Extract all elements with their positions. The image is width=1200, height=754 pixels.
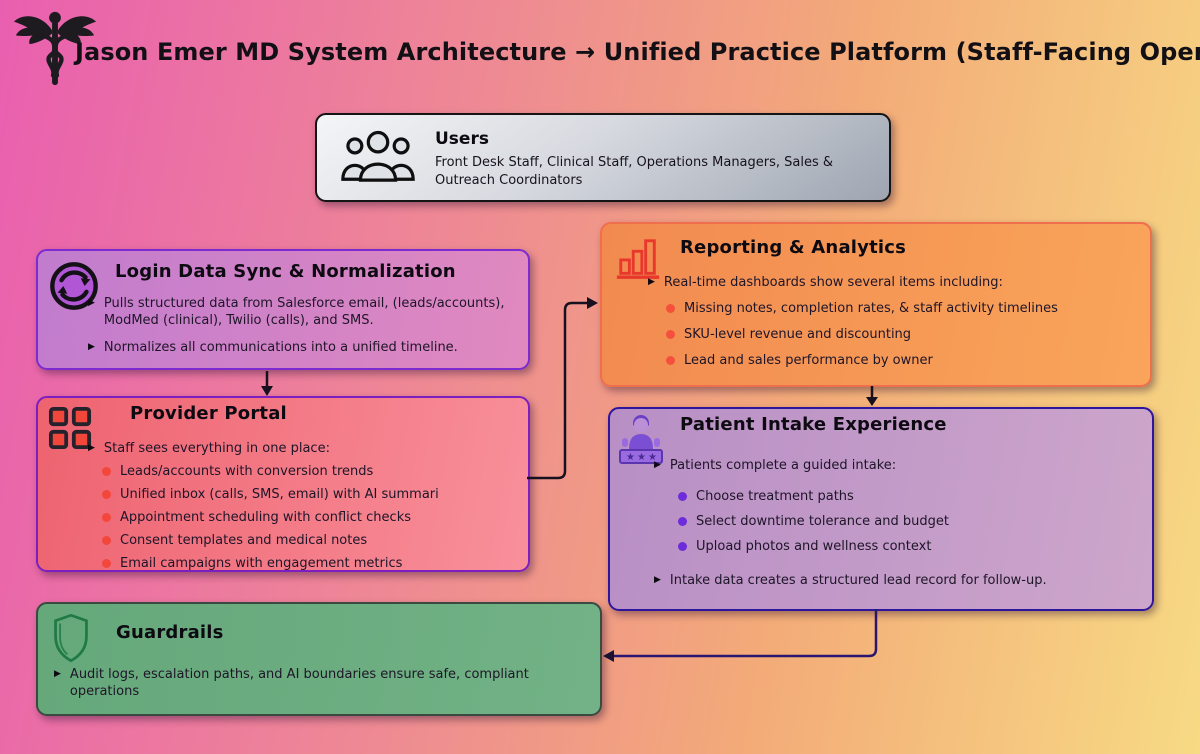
- dot-bullet-icon: [678, 542, 687, 551]
- provider-item: Appointment scheduling with conflict che…: [102, 509, 518, 526]
- dot-bullet-icon: [666, 304, 675, 313]
- provider-item: Consent templates and medical notes: [102, 532, 518, 549]
- dot-bullet-icon: [678, 492, 687, 501]
- provider-item: Leads/accounts with conversion trends: [102, 463, 518, 480]
- login-sync-title: Login Data Sync & Normalization: [115, 261, 456, 282]
- patient-item: Select downtime tolerance and budget: [678, 513, 1134, 530]
- login-bullet-1: ▶ Pulls structured data from Salesforce …: [88, 296, 505, 328]
- users-description: Front Desk Staff, Clinical Staff, Operat…: [435, 155, 834, 188]
- triangle-bullet-icon: ▶: [88, 342, 95, 352]
- grid-icon: [48, 406, 92, 450]
- patient-footer: ▶ Intake data creates a structured lead …: [654, 573, 1047, 588]
- page-title: Jason Emer MD System Architecture → Unif…: [75, 38, 1200, 66]
- arrow-provider-to-reporting: [527, 297, 598, 480]
- provider-portal-node: Provider Portal ▶ Staff sees everything …: [36, 396, 530, 572]
- dot-bullet-icon: [102, 559, 111, 568]
- people-icon: [341, 130, 415, 182]
- triangle-bullet-icon: ▶: [88, 298, 95, 308]
- guardrails-node: Guardrails ▶ Audit logs, escalation path…: [36, 602, 602, 716]
- triangle-bullet-icon: ▶: [654, 575, 661, 585]
- login-sync-node: Login Data Sync & Normalization ▶ Pulls …: [36, 249, 530, 370]
- dot-bullet-icon: [666, 356, 675, 365]
- users-node: Users Front Desk Staff, Clinical Staff, …: [315, 113, 891, 202]
- caduceus-icon: [13, 11, 97, 86]
- patient-intake-title: Patient Intake Experience: [680, 414, 947, 435]
- svg-text:★: ★: [626, 452, 635, 463]
- dot-bullet-icon: [102, 467, 111, 476]
- bar-chart-icon: [616, 239, 660, 279]
- provider-portal-title: Provider Portal: [130, 403, 287, 424]
- provider-item: Email campaigns with engagement metrics: [102, 555, 518, 572]
- login-bullet-2: ▶ Normalizes all communications into a u…: [88, 340, 458, 355]
- triangle-bullet-icon: ▶: [648, 277, 655, 287]
- patient-item: Upload photos and wellness context: [678, 538, 1134, 555]
- arrow-patient-to-guardrails: [603, 609, 878, 662]
- dot-bullet-icon: [102, 490, 111, 499]
- dot-bullet-icon: [102, 536, 111, 545]
- reporting-title: Reporting & Analytics: [680, 237, 907, 258]
- shield-icon: [54, 613, 88, 663]
- svg-text:★: ★: [648, 452, 657, 463]
- dot-bullet-icon: [102, 513, 111, 522]
- reporting-lead: ▶ Real-time dashboards show several item…: [648, 275, 1003, 290]
- triangle-bullet-icon: ▶: [88, 443, 95, 453]
- arrow-reporting-to-patient: [866, 386, 878, 406]
- users-title: Users: [435, 129, 489, 149]
- reporting-item: SKU-level revenue and discounting: [666, 326, 1136, 343]
- sync-icon: [50, 262, 98, 310]
- provider-lead: ▶ Staff sees everything in one place:: [88, 441, 330, 456]
- guardrails-title: Guardrails: [116, 622, 224, 643]
- patient-stars-icon: ★ ★ ★: [619, 415, 663, 464]
- provider-item: Unified inbox (calls, SMS, email) with A…: [102, 486, 518, 503]
- triangle-bullet-icon: ▶: [654, 460, 661, 470]
- patient-intake-node: ★ ★ ★ Patient Intake Experience ▶ Patien…: [608, 407, 1154, 611]
- reporting-item: Missing notes, completion rates, & staff…: [666, 300, 1136, 317]
- arrow-login-to-provider: [261, 371, 273, 396]
- reporting-item: Lead and sales performance by owner: [666, 352, 1136, 369]
- dot-bullet-icon: [666, 330, 675, 339]
- dot-bullet-icon: [678, 517, 687, 526]
- svg-text:★: ★: [637, 452, 646, 463]
- patient-item: Choose treatment paths: [678, 488, 1134, 505]
- reporting-node: Reporting & Analytics ▶ Real-time dashbo…: [600, 222, 1152, 387]
- guardrails-bullet: ▶ Audit logs, escalation paths, and AI b…: [54, 667, 529, 699]
- patient-lead: ▶ Patients complete a guided intake:: [654, 458, 897, 473]
- triangle-bullet-icon: ▶: [54, 669, 61, 679]
